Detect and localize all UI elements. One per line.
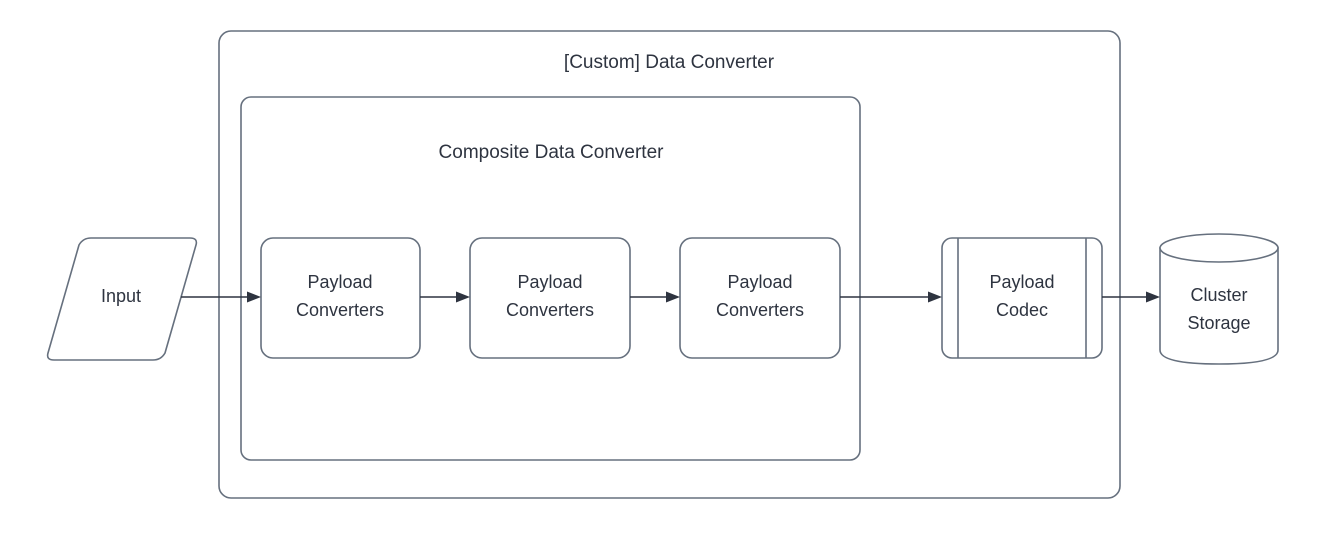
node-cluster-storage-top (1159, 233, 1279, 263)
node-cluster-storage-label-line1: Cluster (1190, 285, 1247, 305)
node-payload-codec[interactable]: Payload Codec (941, 237, 1103, 359)
node-payload-converters-1-label-line1: Payload (307, 272, 372, 292)
container-custom-data-converter-label: [Custom] Data Converter (564, 52, 775, 73)
node-cluster-storage-body (1159, 247, 1279, 365)
edge-pc3-to-codec (840, 291, 942, 303)
container-custom-data-converter[interactable]: [Custom] Data Converter (218, 30, 1121, 499)
edge-codec-to-storage (1102, 291, 1160, 303)
edge-input-to-pc1-arrowhead (247, 291, 261, 303)
node-payload-converters-2-label-line2: Converters (506, 300, 594, 320)
node-payload-converters-2[interactable]: Payload Converters (469, 237, 631, 359)
edge-pc2-to-pc3 (630, 291, 680, 303)
node-payload-converters-1-label-line2: Converters (296, 300, 384, 320)
edge-pc3-to-codec-arrowhead (928, 291, 942, 303)
node-input[interactable]: Input (46, 237, 198, 361)
node-payload-converters-3-shape (679, 237, 841, 359)
node-payload-codec-shape (941, 237, 1103, 359)
node-payload-converters-3-label-line2: Converters (716, 300, 804, 320)
node-cluster-storage-label-line2: Storage (1187, 313, 1250, 333)
node-payload-converters-3[interactable]: Payload Converters (679, 237, 841, 359)
node-payload-converters-1[interactable]: Payload Converters (260, 237, 421, 359)
node-input-label: Input (101, 286, 141, 306)
edge-pc2-to-pc3-arrowhead (666, 291, 680, 303)
container-composite-data-converter[interactable]: Composite Data Converter (240, 96, 861, 461)
node-cluster-storage[interactable]: Cluster Storage (1159, 233, 1279, 365)
container-custom-data-converter-outline (218, 30, 1121, 499)
edge-pc1-to-pc2 (420, 291, 470, 303)
edge-pc1-to-pc2-arrowhead (456, 291, 470, 303)
edge-input-to-pc1 (181, 291, 261, 303)
node-payload-converters-1-shape (260, 237, 421, 359)
node-payload-codec-label-line2: Codec (996, 300, 1048, 320)
container-composite-data-converter-label: Composite Data Converter (439, 142, 665, 163)
node-payload-converters-2-shape (469, 237, 631, 359)
container-composite-data-converter-outline (240, 96, 861, 461)
node-payload-converters-2-label-line1: Payload (517, 272, 582, 292)
node-input-shape (46, 237, 198, 361)
node-payload-codec-label-line1: Payload (989, 272, 1054, 292)
node-payload-converters-3-label-line1: Payload (727, 272, 792, 292)
edge-codec-to-storage-arrowhead (1146, 291, 1160, 303)
